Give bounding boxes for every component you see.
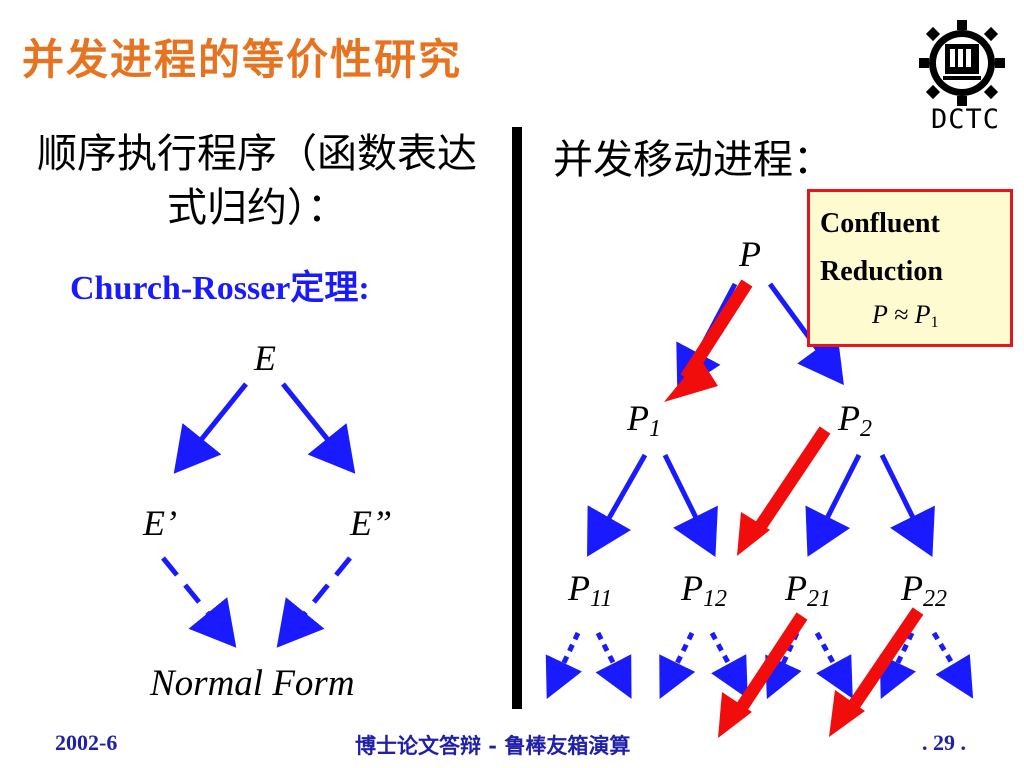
red-arrow-p-to-p1 [664, 279, 753, 402]
confluent-reduction-callout: Confluent Reduction P ≈ P1 [807, 189, 1013, 347]
dotted-arrow-p11-left [545, 631, 582, 700]
callout-line-2: Reduction [820, 256, 943, 287]
red-arrow-p2-to-p12 [737, 426, 831, 556]
footer-page-number: . 29 . [922, 730, 966, 755]
footer-date: 2002-6 [55, 730, 118, 755]
arrow-p1-to-p11 [587, 453, 648, 557]
node-e-prime: E’ [143, 503, 177, 543]
node-p12: P12 [681, 568, 727, 612]
dashed-arrow-e2-to-normal-form [276, 556, 352, 648]
node-p22: P22 [901, 568, 947, 612]
node-p1: P1 [627, 398, 661, 442]
arrow-p1-to-p12 [662, 453, 718, 557]
arrow-p2-to-p21 [805, 453, 862, 557]
theorem-label: Church-Rosser定理: [70, 270, 370, 307]
process-tree-diagram [545, 279, 974, 738]
left-heading: 顺序执行程序（函数表达式归约）： [37, 131, 477, 231]
red-arrow-p21-to-p12-child [718, 612, 808, 738]
arrow-e-to-e1 [173, 382, 248, 474]
arrow-p2-to-p22 [879, 453, 935, 557]
arrow-p-to-p2 [767, 282, 844, 386]
node-p11: P11 [568, 568, 613, 612]
node-p: P [739, 234, 761, 274]
arrow-e-to-e2 [281, 382, 356, 474]
node-e: E [254, 338, 276, 378]
node-normal-form: Normal Form [150, 663, 355, 704]
logo-text: DCTC [931, 104, 1001, 135]
node-p2: P2 [838, 398, 872, 442]
column-divider [512, 127, 522, 709]
dotted-arrow-p21-right [814, 631, 853, 699]
dotted-arrow-p12-left [659, 631, 696, 699]
red-arrow-p22-to-p21-child [829, 607, 924, 737]
dashed-arrow-e1-to-normal-form [161, 556, 237, 648]
dotted-arrow-p12-right [709, 631, 748, 699]
footer-center: 博士论文答辩 - 鲁棒友箱演算 [355, 733, 631, 758]
dotted-arrow-p11-right [595, 631, 632, 699]
callout-line-1: Confluent [820, 208, 940, 239]
dotted-arrow-p21-left [765, 631, 802, 700]
node-p21: P21 [785, 568, 831, 612]
dotted-arrow-p22-left [879, 631, 916, 700]
right-heading: 并发移动进程： [553, 137, 833, 183]
slide-title: 并发进程的等价性研究 [22, 35, 463, 84]
dotted-arrow-p22-right [931, 631, 974, 699]
callout-equivalence: P ≈ P1 [872, 300, 939, 331]
node-e-double-prime: E” [350, 503, 393, 543]
church-rosser-diagram [161, 382, 356, 648]
dctc-logo-icon [919, 20, 1005, 106]
